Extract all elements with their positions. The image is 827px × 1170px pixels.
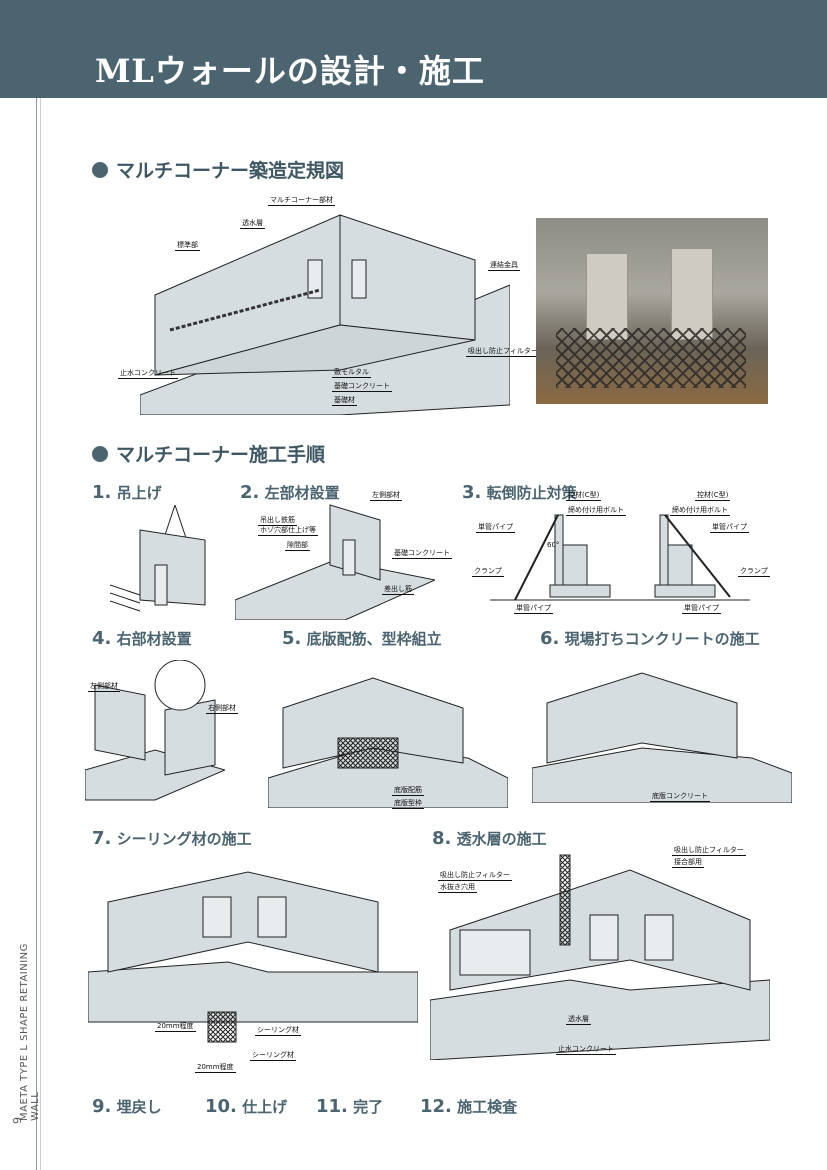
label: 止水コンクリート bbox=[556, 1045, 616, 1055]
step-9-heading: 9. 埋戻し bbox=[92, 1096, 162, 1117]
step-11-heading: 11. 完了 bbox=[316, 1096, 384, 1117]
page-number: 9 bbox=[11, 1117, 24, 1124]
section-heading-standard-drawing: マルチコーナー築造定規図 bbox=[92, 156, 344, 183]
step-10-heading: 10. 仕上げ bbox=[205, 1096, 288, 1117]
label: 左側部材 bbox=[370, 491, 402, 501]
step-5-drawing bbox=[268, 677, 508, 808]
label: 吸出し防止フィルター bbox=[672, 846, 746, 856]
construction-photo bbox=[536, 218, 768, 404]
label: 控材(C型) bbox=[695, 491, 731, 501]
label: 20mm程度 bbox=[195, 1063, 236, 1073]
label: 差出し筋 bbox=[382, 585, 414, 595]
label: ホゾ穴部仕上げ等 bbox=[258, 526, 318, 536]
corner-standard-drawing bbox=[140, 214, 510, 415]
label: シーリング材 bbox=[255, 1026, 301, 1036]
side-rule bbox=[36, 98, 37, 1170]
label: 吸出し防止フィルター bbox=[466, 347, 540, 357]
label: 右側部材 bbox=[206, 704, 238, 714]
step-2-drawing bbox=[235, 504, 435, 620]
label: 透水層 bbox=[566, 1015, 591, 1025]
side-rule bbox=[40, 98, 41, 1170]
label: 吊出し鉄筋 bbox=[258, 516, 297, 526]
label: 標準部 bbox=[175, 241, 200, 251]
label: 底版型枠 bbox=[392, 799, 424, 809]
label: 単管パイプ bbox=[710, 523, 749, 533]
step-2-heading: 2. 左部材設置 bbox=[240, 482, 340, 503]
label: 20mm程度 bbox=[155, 1022, 196, 1032]
label: 底版コンクリート bbox=[650, 792, 710, 802]
step-1-heading: 1. 吊上げ bbox=[92, 482, 162, 503]
step-6-drawing bbox=[532, 672, 792, 803]
label: 止水コンクリート bbox=[118, 369, 178, 379]
label: シーリング材 bbox=[250, 1051, 296, 1061]
label: 締め付け用ボルト bbox=[670, 506, 730, 516]
label: クランプ bbox=[472, 567, 504, 577]
label: 吸出し防止フィルター bbox=[438, 871, 512, 881]
page-title: MLウォールの設計・施工 bbox=[95, 52, 485, 90]
label: 基礎コンクリート bbox=[332, 382, 392, 392]
label: 単管パイプ bbox=[682, 604, 721, 614]
step-1-drawing bbox=[110, 505, 206, 612]
step-6-heading: 6. 現場打ちコンクリートの施工 bbox=[540, 628, 760, 649]
label: 連結金具 bbox=[488, 261, 520, 271]
section-heading-procedure: マルチコーナー施工手順 bbox=[92, 440, 325, 467]
label: 基礎材 bbox=[332, 396, 357, 406]
step-7-heading: 7. シーリング材の施工 bbox=[92, 828, 252, 849]
label: 底版配筋 bbox=[392, 786, 424, 796]
step-4-drawing bbox=[85, 660, 225, 801]
label: 透水層 bbox=[240, 219, 265, 229]
label: 敷モルタル bbox=[332, 368, 371, 378]
label: 水抜き穴用 bbox=[438, 883, 477, 893]
bullet-icon bbox=[92, 162, 108, 178]
label: マルチコーナー部材 bbox=[268, 196, 335, 206]
step-7-drawing bbox=[88, 871, 418, 1043]
side-vertical-text: MAETA TYPE L SHAPE RETAINING WALL bbox=[19, 943, 41, 1121]
step-3-drawing bbox=[490, 514, 750, 601]
label: 基礎コンクリート bbox=[392, 549, 452, 559]
label: 接合部用 bbox=[672, 858, 704, 868]
angle-label: 60° bbox=[547, 541, 560, 549]
step-4-heading: 4. 右部材設置 bbox=[92, 628, 192, 649]
label: 単管パイプ bbox=[476, 523, 515, 533]
step-8-heading: 8. 透水層の施工 bbox=[432, 828, 547, 849]
step-8-drawing bbox=[430, 854, 770, 1060]
label: 控材(C型) bbox=[566, 491, 602, 501]
step-3-heading: 3. 転倒防止対策 bbox=[462, 482, 577, 503]
label: 左側部材 bbox=[88, 682, 120, 692]
step-12-heading: 12. 施工検査 bbox=[420, 1096, 518, 1117]
label: 単管パイプ bbox=[514, 604, 553, 614]
label: 隙間部 bbox=[285, 541, 310, 551]
bullet-icon bbox=[92, 446, 108, 462]
label: 締め付け用ボルト bbox=[566, 506, 626, 516]
step-5-heading: 5. 底版配筋、型枠組立 bbox=[282, 628, 442, 649]
label: クランプ bbox=[738, 567, 770, 577]
header-bar: MLウォールの設計・施工 bbox=[0, 0, 827, 98]
